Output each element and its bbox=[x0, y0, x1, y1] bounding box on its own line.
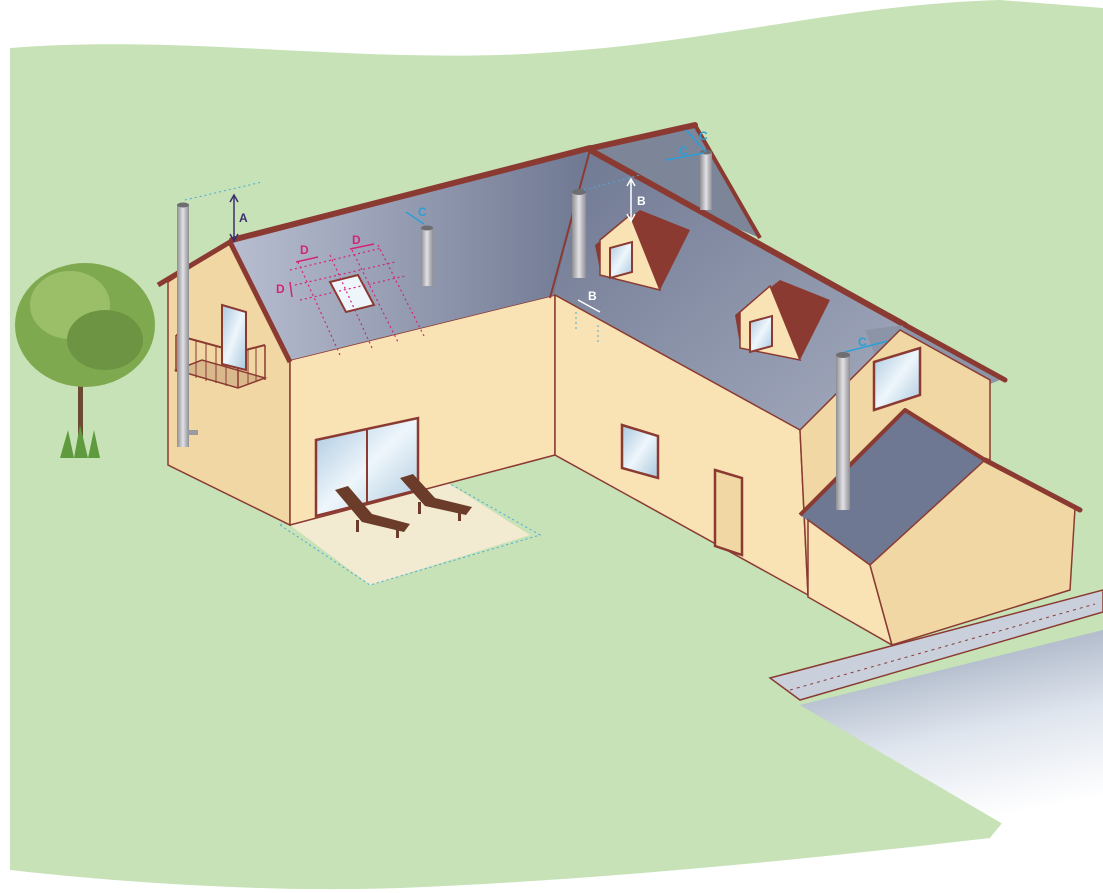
label-b-gable: B bbox=[637, 194, 646, 208]
flue-pipe-right bbox=[836, 352, 850, 510]
label-c-main-roof: C bbox=[418, 205, 427, 219]
front-door bbox=[715, 470, 742, 555]
label-d-side: D bbox=[276, 282, 285, 296]
label-c-top-1: C bbox=[699, 129, 708, 143]
label-d-left: D bbox=[300, 243, 309, 257]
balcony-door bbox=[222, 305, 246, 370]
flue-pipe-left-roof bbox=[421, 226, 433, 287]
label-d-right: D bbox=[352, 233, 361, 247]
label-b-wall: B bbox=[588, 289, 597, 303]
label-c-top-2: C bbox=[679, 144, 688, 158]
flue-pipe-center bbox=[572, 189, 586, 278]
label-c-right-roof: C bbox=[858, 335, 867, 349]
flue-pipe-back bbox=[700, 150, 712, 211]
label-a: A bbox=[239, 211, 248, 225]
